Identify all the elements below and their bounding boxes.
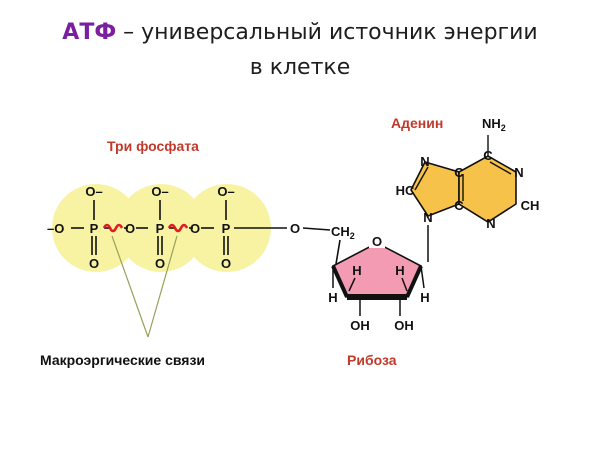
adenine-double-bonds [414, 135, 512, 201]
o-minus-1: O– [85, 184, 102, 199]
label-adenine: Аденин [391, 115, 443, 131]
adenine-imidazole-ring [410, 161, 460, 217]
ribose-oh-1: OH [350, 318, 370, 333]
ribose-oh-2: OH [394, 318, 414, 333]
phosphate-bonds [71, 200, 341, 271]
label-three-phosphates: Три фосфата [107, 138, 199, 154]
adenine-hc8: HC [396, 183, 415, 198]
macroergic-bonds [102, 223, 189, 233]
ester-oxygen: O [290, 221, 300, 236]
ribose-bold-edge-left [331, 265, 349, 298]
o-minus-3: O– [217, 184, 234, 199]
phosphate-atoms: –O O– O– O– P P P O O O O O O CH2 [47, 184, 355, 271]
phosphate-groups [52, 184, 271, 272]
adenine-n7: N [420, 154, 429, 169]
phosphate-circle-2 [117, 184, 205, 272]
ribose-ring: O H H H H OH OH [328, 225, 430, 333]
phosphorus-3: P [222, 221, 231, 236]
adenine-nh2: NH2 [482, 116, 506, 133]
ribose-h-4: H [420, 290, 429, 305]
ribose-h-2: H [395, 263, 404, 278]
ribose-atoms: O H H H H OH OH [328, 234, 429, 333]
adenine-c5: C [454, 165, 464, 180]
slide-title: АТФ – универсальный источник энергии [0, 18, 600, 48]
adenine-atoms: N C C HC N C N CH N NH2 [396, 116, 540, 231]
macroergic-pointer-lines [111, 235, 178, 338]
ribose-bold-edge-right [405, 265, 423, 298]
macroergic-bond-1 [102, 223, 124, 233]
double-bond-oxygen-2: O [155, 256, 165, 271]
adenine-base: N C C HC N C N CH N NH2 [396, 116, 540, 231]
ribose-h-1: H [352, 263, 361, 278]
phosphate-circle-3 [183, 184, 271, 272]
adenine-pyrimidine-ring [458, 155, 517, 223]
ribose-oxygen-bg [369, 234, 385, 248]
adenine-n1: N [514, 165, 523, 180]
ribose-oxygen: O [372, 234, 382, 249]
bridge-oxygen-2: O [190, 221, 200, 236]
double-bond-oxygen-3: O [221, 256, 231, 271]
terminal-o-minus: –O [47, 221, 64, 236]
macroergic-bond-2 [167, 223, 189, 233]
ch2-group: CH2 [331, 224, 355, 241]
o-minus-2: O– [151, 184, 168, 199]
title-rest: – универсальный источник энергии [116, 20, 538, 45]
double-bond-oxygen-1: O [89, 256, 99, 271]
bridge-oxygen-1: O [125, 221, 135, 236]
ribose-pentagon [331, 242, 423, 298]
title-atf: АТФ [62, 20, 117, 45]
adenine-c6: C [483, 148, 493, 163]
phosphate-circle-1 [52, 184, 140, 272]
adenine-c4: C [454, 198, 464, 213]
label-ribose: Рибоза [347, 352, 397, 368]
phosphorus-2: P [156, 221, 165, 236]
slide-title-line2: в клетке [249, 55, 351, 80]
ribose-substituent-bonds [332, 225, 429, 316]
label-macroergic-bonds: Макроэргические связи [40, 352, 205, 368]
adenine-ch2: CH [521, 198, 540, 213]
ribose-h-3: H [328, 290, 337, 305]
phosphorus-1: P [90, 221, 99, 236]
adenine-n9: N [423, 210, 432, 225]
adenine-n3: N [486, 216, 495, 231]
